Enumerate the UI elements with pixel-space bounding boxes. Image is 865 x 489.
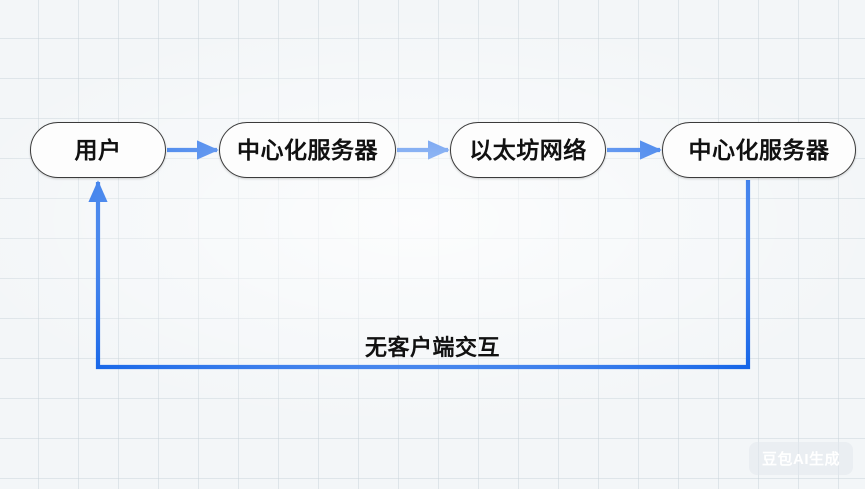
node-user-label: 用户 — [74, 136, 122, 163]
return-edge-label: 无客户端交互 — [364, 335, 500, 360]
node-centralized-server-2-label: 中心化服务器 — [688, 136, 830, 163]
node-centralized-server-1-label: 中心化服务器 — [237, 136, 378, 163]
node-centralized-server-1[interactable]: 中心化服务器 — [219, 122, 396, 178]
node-ethereum-network-label: 以太坊网络 — [469, 136, 587, 163]
watermark-text: 豆包AI生成 — [761, 451, 840, 468]
node-ethereum-network[interactable]: 以太坊网络 — [450, 122, 606, 178]
watermark-badge: 豆包AI生成 — [748, 442, 853, 475]
node-user[interactable]: 用户 — [30, 122, 166, 178]
node-centralized-server-2[interactable]: 中心化服务器 — [662, 122, 856, 178]
